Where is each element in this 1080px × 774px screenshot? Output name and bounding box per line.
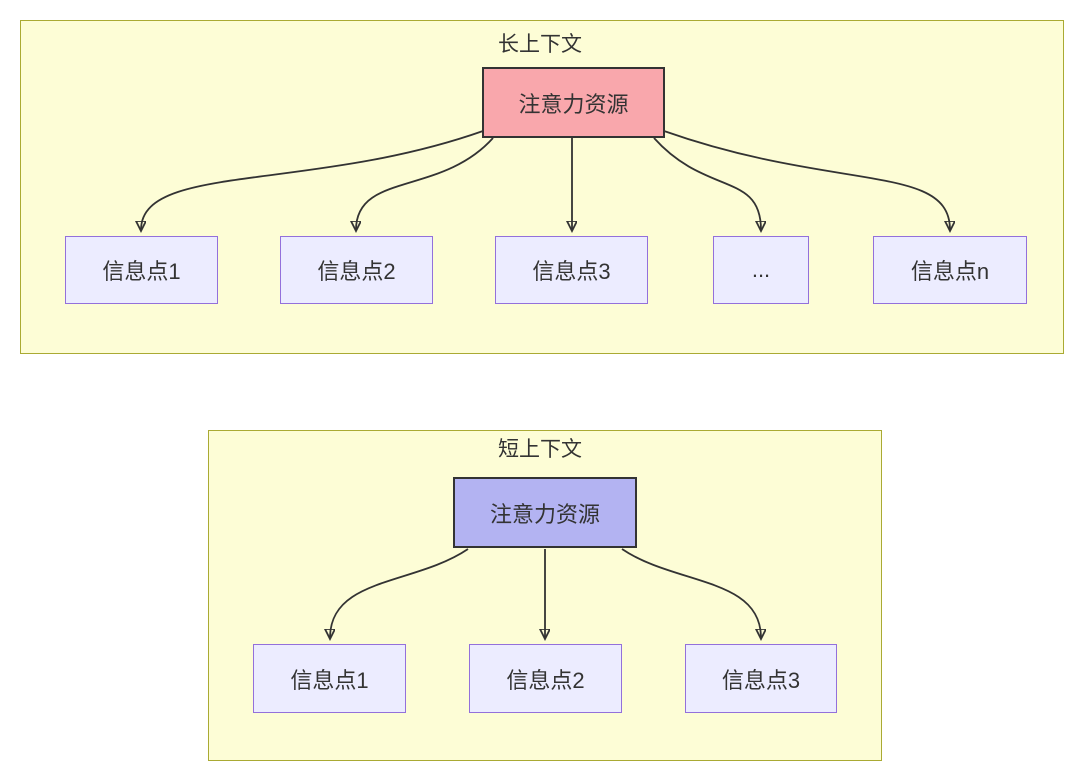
info-node-long-ellipsis: ...	[713, 236, 809, 304]
info-node-long-3: 信息点3	[495, 236, 648, 304]
info-node-short-1: 信息点1	[253, 644, 406, 713]
info-node-long-n: 信息点n	[873, 236, 1027, 304]
info-node-short-3: 信息点3	[685, 644, 837, 713]
attention-resource-node-long: 注意力资源	[482, 67, 665, 138]
info-node-short-2: 信息点2	[469, 644, 622, 713]
short-context-title: 短上下文	[498, 438, 582, 461]
attention-resource-node-short: 注意力资源	[453, 477, 637, 548]
long-context-title: 长上下文	[498, 33, 582, 56]
info-node-long-2: 信息点2	[280, 236, 433, 304]
info-node-long-1: 信息点1	[65, 236, 218, 304]
